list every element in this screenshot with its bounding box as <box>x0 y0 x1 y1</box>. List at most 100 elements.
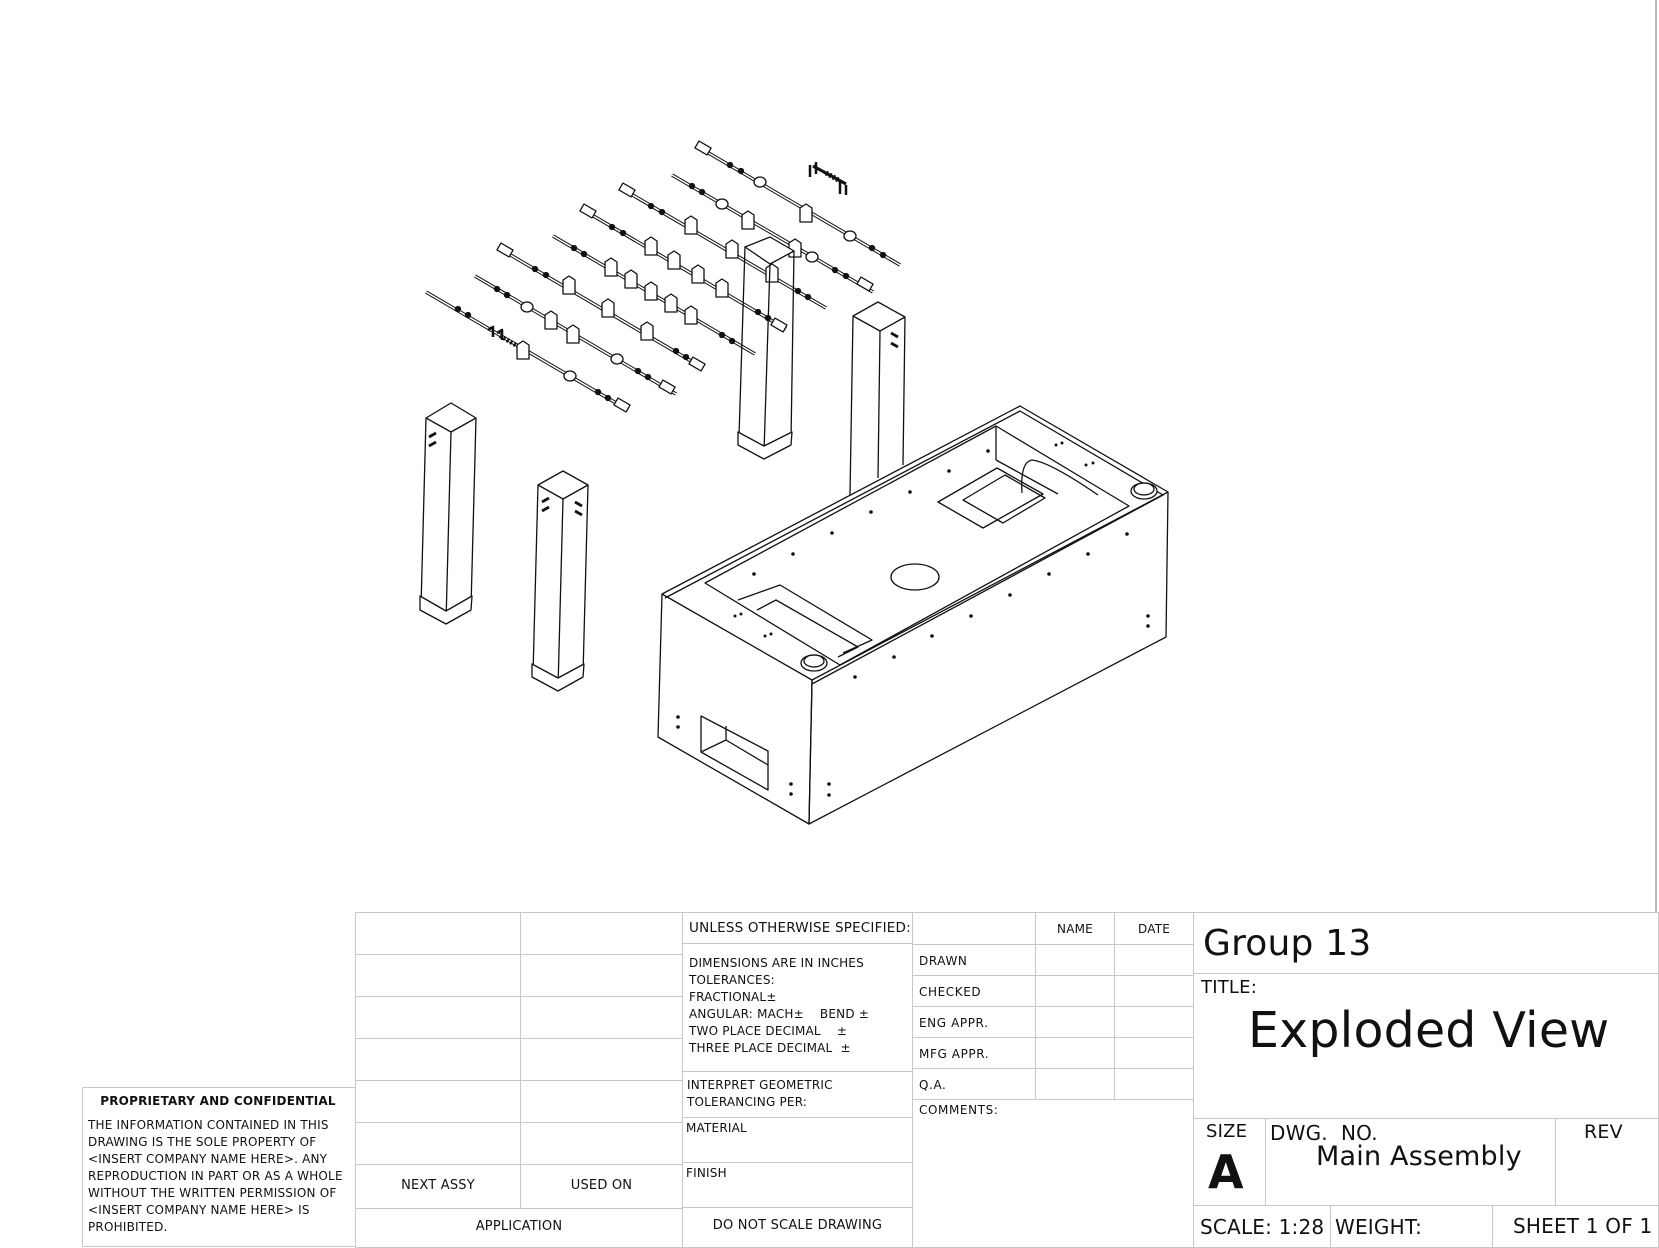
finish-cell[interactable]: FINISH <box>682 1162 913 1208</box>
proprietary-line: REPRODUCTION IN PART OR AS A WHOLE <box>88 1169 343 1183</box>
drawing-title: Exploded View <box>1248 1002 1610 1059</box>
drawn-label: DRAWN <box>919 954 968 968</box>
finish-label: FINISH <box>686 1166 727 1180</box>
proprietary-heading: PROPRIETARY AND CONFIDENTIAL <box>100 1094 336 1108</box>
proprietary-line: THE INFORMATION CONTAINED IN THIS <box>88 1118 329 1132</box>
app-cell <box>520 912 683 955</box>
date-column-header: DATE <box>1137 922 1171 936</box>
comments-label: COMMENTS: <box>919 1103 999 1117</box>
dwg-no-label: DWG. NO. <box>1270 1121 1378 1145</box>
tolerance-line: FRACTIONAL± <box>689 990 777 1004</box>
tolerance-line: THREE PLACE DECIMAL ± <box>689 1041 851 1055</box>
table-cabinet <box>657 405 1169 825</box>
tolerance-spec-cell: DIMENSIONS ARE IN INCHES TOLERANCES: FRA… <box>682 943 913 1072</box>
sig-row-qa: Q.A. <box>912 1068 1036 1100</box>
app-cell <box>355 1122 521 1165</box>
interpret-label-2: TOLERANCING PER: <box>687 1095 808 1109</box>
sheet-border-right <box>1655 0 1657 1243</box>
sig-header-date: DATE <box>1114 912 1194 945</box>
app-cell <box>355 912 521 955</box>
sheet-number: SHEET 1 OF 1 <box>1513 1214 1653 1238</box>
company-name: Group 13 <box>1203 923 1372 964</box>
drawn-name-field[interactable] <box>1035 944 1115 976</box>
app-cell <box>355 954 521 997</box>
size-cell: SIZE A <box>1193 1118 1266 1206</box>
app-cell <box>355 1038 521 1081</box>
sig-header-name: NAME <box>1035 912 1115 945</box>
leg-post-back-left <box>737 236 795 460</box>
sheet-cell: SHEET 1 OF 1 <box>1492 1205 1659 1248</box>
app-cell <box>520 1080 683 1123</box>
used-on-cell: USED ON <box>520 1164 683 1209</box>
interpret-label-1: INTERPRET GEOMETRIC <box>687 1078 833 1092</box>
proprietary-line: WITHOUT THE WRITTEN PERMISSION OF <box>88 1186 337 1200</box>
company-cell: Group 13 <box>1193 912 1659 974</box>
checked-name-field[interactable] <box>1035 975 1115 1007</box>
tolerance-header: UNLESS OTHERWISE SPECIFIED: <box>689 920 911 936</box>
tolerance-line: ANGULAR: MACH± BEND ± <box>689 1007 870 1021</box>
app-cell <box>355 1080 521 1123</box>
do-not-scale-cell: DO NOT SCALE DRAWING <box>682 1207 913 1248</box>
qa-name-field[interactable] <box>1035 1068 1115 1100</box>
used-on-label: USED ON <box>570 1178 633 1193</box>
dwg-no-cell: DWG. NO. Main Assembly <box>1265 1118 1556 1206</box>
checked-date-field[interactable] <box>1114 975 1194 1007</box>
name-column-header: NAME <box>1057 922 1093 936</box>
rev-label: REV <box>1584 1121 1623 1143</box>
sig-row-checked: CHECKED <box>912 975 1036 1007</box>
tolerance-header-cell: UNLESS OTHERWISE SPECIFIED: <box>682 912 913 944</box>
scale-cell: SCALE: 1:28 <box>1193 1205 1331 1248</box>
leg-post-front-left <box>419 402 477 625</box>
next-assy-label: NEXT ASSY <box>401 1178 475 1193</box>
next-assy-cell: NEXT ASSY <box>355 1164 521 1209</box>
application-label: APPLICATION <box>475 1219 563 1234</box>
tolerance-line: TWO PLACE DECIMAL ± <box>689 1024 848 1038</box>
proprietary-line: PROHIBITED. <box>88 1220 168 1234</box>
drawn-date-field[interactable] <box>1114 944 1194 976</box>
size-label: SIZE <box>1206 1121 1248 1142</box>
eng-appr-label: ENG APPR. <box>919 1016 989 1030</box>
scale-value: SCALE: 1:28 <box>1200 1215 1325 1239</box>
checked-label: CHECKED <box>919 985 982 999</box>
material-label: MATERIAL <box>686 1121 747 1135</box>
leg-post-back-right <box>849 301 906 496</box>
proprietary-line: <INSERT COMPANY NAME HERE>. ANY <box>88 1152 328 1166</box>
spring-rod-assembly <box>808 162 848 195</box>
app-cell <box>355 996 521 1039</box>
leg-post-front-right <box>531 470 589 692</box>
proprietary-notice: PROPRIETARY AND CONFIDENTIAL THE INFORMA… <box>82 1087 356 1247</box>
app-cell <box>520 1038 683 1081</box>
do-not-scale-label: DO NOT SCALE DRAWING <box>712 1218 883 1233</box>
eng-appr-name-field[interactable] <box>1035 1006 1115 1038</box>
eng-appr-date-field[interactable] <box>1114 1006 1194 1038</box>
proprietary-line: <INSERT COMPANY NAME HERE> IS <box>88 1203 310 1217</box>
rev-cell: REV <box>1555 1118 1659 1206</box>
comments-field[interactable]: COMMENTS: <box>912 1099 1194 1248</box>
weight-cell: WEIGHT: <box>1330 1205 1493 1248</box>
qa-date-field[interactable] <box>1114 1068 1194 1100</box>
mfg-appr-name-field[interactable] <box>1035 1037 1115 1069</box>
sig-row-eng-appr: ENG APPR. <box>912 1006 1036 1038</box>
proprietary-line: DRAWING IS THE SOLE PROPERTY OF <box>88 1135 317 1149</box>
mfg-appr-label: MFG APPR. <box>919 1047 990 1061</box>
sig-header-blank <box>912 912 1036 945</box>
tolerance-line: TOLERANCES: <box>689 973 775 987</box>
sig-row-drawn: DRAWN <box>912 944 1036 976</box>
app-cell <box>520 1122 683 1165</box>
title-cell: TITLE: Exploded View <box>1193 973 1659 1119</box>
interpret-cell: INTERPRET GEOMETRIC TOLERANCING PER: <box>682 1071 913 1118</box>
app-cell <box>520 996 683 1039</box>
exploded-view-drawing <box>419 140 1169 825</box>
foosball-rods <box>425 140 901 413</box>
weight-label: WEIGHT: <box>1335 1215 1423 1239</box>
material-cell[interactable]: MATERIAL <box>682 1117 913 1163</box>
application-cell: APPLICATION <box>355 1208 683 1248</box>
app-cell <box>520 954 683 997</box>
tolerance-line: DIMENSIONS ARE IN INCHES <box>689 956 864 970</box>
dwg-no-value: Main Assembly <box>1316 1141 1522 1172</box>
qa-label: Q.A. <box>919 1078 947 1092</box>
title-label: TITLE: <box>1201 977 1257 998</box>
mfg-appr-date-field[interactable] <box>1114 1037 1194 1069</box>
size-value: A <box>1208 1145 1244 1199</box>
sig-row-mfg-appr: MFG APPR. <box>912 1037 1036 1069</box>
